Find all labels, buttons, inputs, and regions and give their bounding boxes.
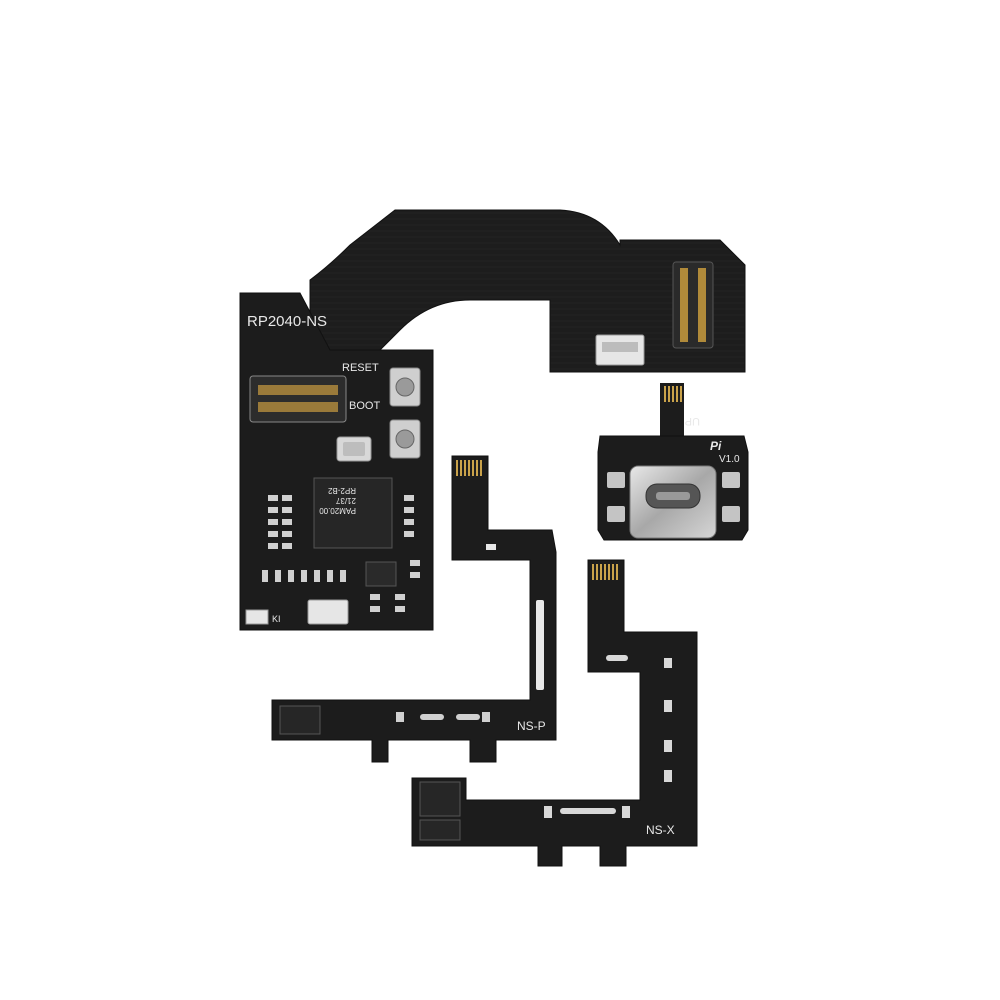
- reset-label: RESET: [342, 362, 379, 374]
- up-label: UP: [685, 415, 700, 427]
- ribbon-cable: [309, 209, 746, 373]
- ns-x-label: NS-X: [646, 823, 675, 837]
- voltage-regulator: [365, 561, 397, 587]
- ns-x-pads: [544, 655, 672, 818]
- bottom-jst-connector: [307, 599, 349, 625]
- led-component: [245, 609, 269, 625]
- ns-p-contacts: [456, 460, 482, 476]
- boot-button[interactable]: [389, 419, 421, 459]
- ns-p-slot: [536, 600, 544, 690]
- rp2040-chip: RP2-B2 21/37 PAM20.00: [313, 477, 393, 549]
- ns-x-flex-body: [411, 559, 698, 867]
- ns-x-flex: NS-X: [411, 559, 698, 867]
- usb-c-board: UP Pi V1.0: [597, 383, 749, 541]
- usb-c-port[interactable]: [629, 465, 717, 539]
- smd-components: [262, 495, 420, 612]
- ns-x-chip: [419, 781, 461, 817]
- connector-pins-ribbon: [680, 268, 706, 342]
- ns-p-flex: NS-P: [271, 455, 557, 763]
- main-board: RP2040-NS RESET BOOT RP2-B2 21/37 PAM20.…: [239, 209, 746, 631]
- chip-marking-line3: PAM20.00: [319, 506, 356, 515]
- version-label: V1.0: [719, 454, 740, 465]
- pi-logo: Pi: [710, 439, 722, 453]
- ns-p-label: NS-P: [517, 719, 546, 733]
- ns-p-flex-body: [271, 455, 557, 763]
- boot-label: BOOT: [349, 400, 380, 412]
- ns-p-chip: [279, 705, 321, 735]
- board-model-label: RP2040-NS: [247, 313, 327, 330]
- usb-tail-contacts: [664, 386, 682, 402]
- usb-mounting-pads: [607, 472, 740, 522]
- board-to-board-connector: [672, 261, 714, 349]
- ns-x-contacts: [592, 564, 618, 580]
- chip-marking-line1: RP2-B2: [327, 486, 356, 495]
- ns-p-pads: [396, 712, 490, 722]
- reset-button[interactable]: [389, 367, 421, 407]
- corner-mark: KI: [272, 614, 281, 624]
- board-fpc-connector: [249, 375, 347, 423]
- chip-marking-line2: 21/37: [335, 496, 356, 505]
